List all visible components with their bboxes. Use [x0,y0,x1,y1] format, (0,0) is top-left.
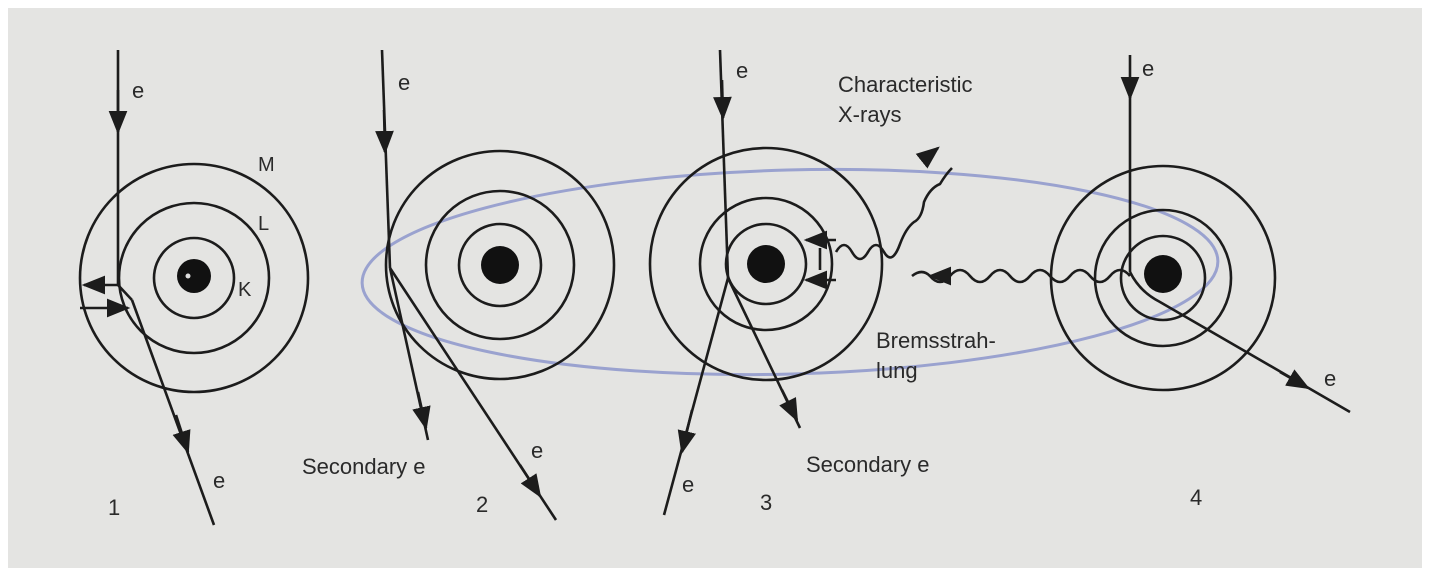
characteristic-xray-arrowhead-3 [915,146,940,169]
shell-outer-3 [648,146,884,382]
panel2-secondary-label: Secondary e [302,454,426,479]
panel2-electron-out-label: e [531,438,544,463]
shell-l-label: L [258,213,270,235]
incident-electron-2 [380,49,392,269]
panel2-electron-in-label: e [398,70,411,95]
shell-m-label: M [258,154,275,176]
bremsstrahlung-line1: Bremsstrah- [876,328,996,353]
characteristic-line1: Characteristic [838,72,973,97]
nucleus-3 [747,245,785,283]
characteristic-xray-wave-3 [834,167,953,261]
panel3-number: 3 [760,490,773,515]
panel1-electron-out-label: e [213,468,226,493]
incident-arrowhead-3 [713,79,732,121]
top-margin [0,0,1430,8]
panel3-electron-in-label: e [736,58,749,83]
panel1-number: 1 [108,495,121,520]
secondary-arrowhead-2 [412,391,431,431]
nucleus-4 [1144,255,1182,293]
scattered-arrowhead-2 [518,464,542,498]
deflected-arrowhead-4 [1279,369,1311,390]
shell-inner-2 [457,222,543,308]
nucleus-2 [481,246,519,284]
scattered-electron-1 [130,299,216,526]
panel3-electron-out-label: e [682,472,695,497]
deflected-path-1a [117,284,133,301]
nucleus-1 [177,259,211,293]
incident-arrowhead-2 [375,109,394,155]
deflected-electron-4 [1128,271,1351,414]
shell-mid-3 [698,196,834,332]
atom-2 [384,149,616,381]
shell-mid-2 [424,189,576,341]
panel2-number: 2 [476,492,489,517]
characteristic-line2: X-rays [838,101,902,127]
panel1-electron-in-label: e [132,78,145,103]
shell-k-label: K [238,279,252,301]
nucleus-spot-1 [185,273,191,279]
panel4-electron-in-label: e [1142,56,1155,81]
secondary-arrowhead-3 [779,389,799,423]
shell-inner-4 [1119,234,1207,322]
characteristic-xrays-label: Characteristic X-rays [838,70,972,129]
bremsstrahlung-label: Bremsstrah- lung [876,326,996,385]
shell-mid-4 [1093,208,1233,348]
pen-ellipse [360,167,1220,377]
scattered-arrowhead-1 [172,414,191,455]
atom-3 [648,146,884,382]
panel4-electron-out-label: e [1324,366,1337,391]
panel4-number: 4 [1190,485,1203,510]
ejected-electron-3 [662,277,730,516]
ejected-arrowhead-3 [677,409,696,455]
shell-k-1 [152,236,236,320]
bremsstrahlung-line2: lung [876,357,918,383]
shell-inner-3 [724,222,808,306]
shell-m-1 [78,162,310,394]
panel3-secondary-label: Secondary e [806,452,930,477]
shell-outer-2 [384,149,616,381]
